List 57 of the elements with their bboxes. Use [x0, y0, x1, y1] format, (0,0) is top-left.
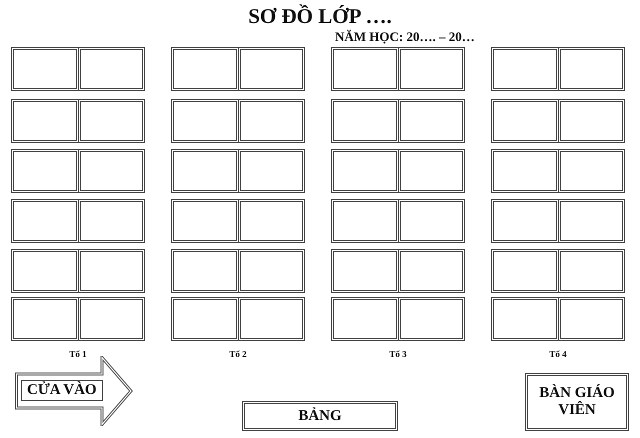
seat-box — [171, 99, 239, 143]
seat-box — [171, 249, 239, 293]
group-label: Tổ 3 — [389, 349, 407, 359]
seat-box — [398, 297, 465, 341]
seat-box — [238, 47, 305, 91]
seat-box — [558, 149, 625, 193]
seat-box — [78, 99, 145, 143]
seat-box — [171, 297, 239, 341]
seat-box — [238, 297, 305, 341]
blackboard: BẢNG — [242, 401, 398, 431]
seat-box — [11, 297, 79, 341]
group-label: Tổ 2 — [229, 349, 247, 359]
school-year-label: NĂM HỌC: 20…. – 20… — [335, 29, 475, 45]
seat-box — [78, 149, 145, 193]
seat-box — [11, 249, 79, 293]
seat-box — [398, 199, 465, 243]
seat-box — [398, 47, 465, 91]
seat-box — [238, 249, 305, 293]
seat-box — [491, 297, 559, 341]
seat-box — [558, 47, 625, 91]
seat-box — [331, 297, 399, 341]
seat-box — [78, 249, 145, 293]
seat-box — [11, 199, 79, 243]
seat-box — [558, 297, 625, 341]
seat-box — [331, 99, 399, 143]
group-label: Tổ 1 — [69, 349, 87, 359]
seat-box — [558, 199, 625, 243]
group-label: Tổ 4 — [549, 349, 567, 359]
seat-box — [238, 99, 305, 143]
seat-box — [171, 199, 239, 243]
seat-box — [11, 149, 79, 193]
seat-box — [171, 47, 239, 91]
seat-box — [238, 149, 305, 193]
seat-box — [11, 99, 79, 143]
seat-box — [398, 149, 465, 193]
teacher-desk: BÀN GIÁO VIÊN — [525, 373, 629, 431]
seat-box — [558, 249, 625, 293]
seat-box — [491, 99, 559, 143]
seat-box — [398, 249, 465, 293]
entrance-sign: CỬA VÀO — [21, 380, 103, 401]
seat-box — [78, 297, 145, 341]
seat-box — [398, 99, 465, 143]
seat-box — [491, 47, 559, 91]
seat-box — [11, 47, 79, 91]
seat-box — [238, 199, 305, 243]
seat-box — [491, 149, 559, 193]
seat-box — [558, 99, 625, 143]
seat-box — [331, 199, 399, 243]
seat-box — [491, 199, 559, 243]
seat-box — [78, 47, 145, 91]
seat-box — [171, 149, 239, 193]
seat-box — [331, 149, 399, 193]
seat-box — [78, 199, 145, 243]
seat-box — [491, 249, 559, 293]
seat-box — [331, 249, 399, 293]
seat-box — [331, 47, 399, 91]
diagram-title: SƠ ĐỒ LỚP …. — [247, 4, 393, 29]
